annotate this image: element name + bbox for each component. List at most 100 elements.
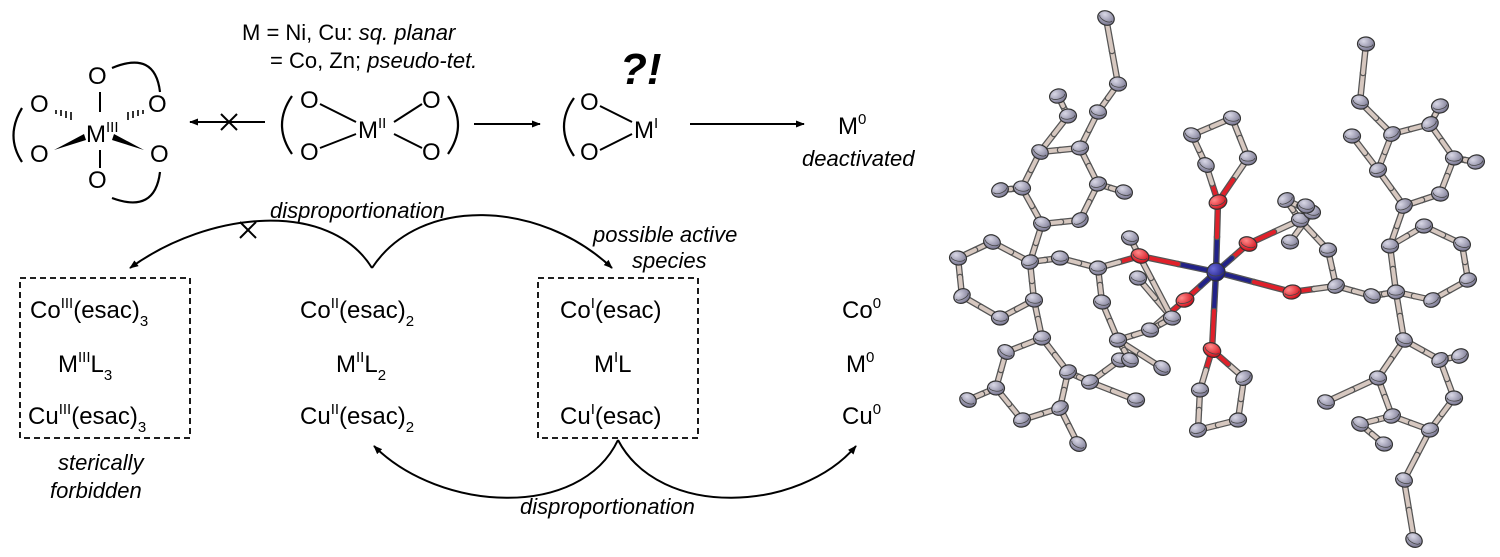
ligand-arc-bottom-right (111, 171, 162, 204)
atom-octant-line (961, 396, 975, 405)
question-mark-label: ?! (620, 45, 662, 94)
ligand-arc-left (12, 107, 23, 163)
carbon-atom (1238, 150, 1258, 166)
o-atom: O (580, 89, 599, 116)
carbon-atom (1420, 422, 1440, 438)
carbon-atom (1342, 128, 1362, 144)
o-atom: O (300, 139, 319, 166)
atom-octant-line (1282, 241, 1298, 246)
atom-octant-line (1329, 283, 1343, 291)
carbon-atom (1031, 144, 1049, 160)
atom-octant-line (955, 292, 969, 301)
carbon-atom (1049, 88, 1067, 104)
atom-octant-line (1123, 357, 1137, 365)
disproportionation-bottom-label: disproportionation (520, 494, 695, 519)
atom-octant-line (1446, 397, 1462, 402)
atom-octant-line (1423, 120, 1437, 129)
mono-metal-label: MI (634, 115, 658, 144)
o-atom: O (150, 141, 169, 168)
m3-dashed-box (19, 277, 191, 439)
atom-octant-line (1397, 203, 1411, 211)
carbon-atom (1140, 322, 1160, 338)
carbon-atom (1126, 392, 1146, 408)
atom-octant-line (1110, 339, 1126, 344)
atom-octant-line (1237, 374, 1251, 383)
carbon-atom (1128, 270, 1148, 286)
atom-octant-line (993, 187, 1007, 195)
atom-octant-line (1142, 328, 1158, 334)
carbon-atom (1024, 292, 1044, 308)
disproportionation-top-label: disproportionation (270, 198, 445, 223)
atom-octant-line (1132, 253, 1148, 261)
carbon-atom (1108, 76, 1128, 92)
atom-octant-line (1117, 190, 1131, 196)
carbon-atom (1421, 116, 1439, 132)
atom-octant-line (1052, 257, 1068, 262)
m1-dashed-box (537, 277, 699, 439)
carbon-atom (1108, 332, 1128, 348)
atom-octant-line (1298, 204, 1314, 210)
species-label: species (632, 248, 707, 273)
header-line-2: = Co, Zn; pseudo-tet. (270, 48, 477, 73)
atom-octant-line (1090, 110, 1106, 116)
o-atom: O (422, 139, 441, 166)
species-cu1: CuI(esac) (560, 401, 662, 430)
carbon-atom (1451, 348, 1469, 364)
carbon-atom (1368, 370, 1388, 386)
carbon-atom (997, 344, 1015, 360)
carbon-atom (1444, 150, 1464, 166)
atom-octant-line (1130, 276, 1146, 282)
species-cu0: Cu0 (842, 401, 881, 430)
species-cu3: CuIII(esac)3 (28, 401, 146, 436)
atom-octant-line (1240, 157, 1256, 162)
atom-octant-line (1365, 293, 1379, 301)
header-line-1: M = Ni, Cu: sq. planar (242, 20, 457, 45)
atom-octant-line (1090, 267, 1106, 272)
m1-column: CoI(esac) MIL CuI(esac) (560, 295, 662, 430)
o-atom: O (148, 91, 167, 118)
sterically-label: sterically (58, 450, 146, 475)
atom-octant-line (1397, 337, 1411, 345)
atom-octant-line (1284, 290, 1300, 296)
carbon-atom (1431, 351, 1449, 369)
o-atom: O (422, 87, 441, 114)
carbon-atom (1162, 310, 1182, 326)
carbon-atom (1235, 370, 1253, 386)
o-atom: O (30, 141, 49, 168)
atom-octant-line (950, 256, 966, 262)
atom-octant-line (1382, 245, 1398, 250)
center-metal-label: MII (358, 115, 386, 144)
carbon-atom (1071, 211, 1089, 229)
carbon-atom (1290, 212, 1310, 228)
carbon-atom (1228, 412, 1248, 428)
blocked-disproportionation-cross (239, 221, 257, 239)
carbon-atom (991, 182, 1009, 198)
carbon-atom (1395, 472, 1413, 488)
species-co0: Co0 (842, 295, 881, 324)
deactivated-label: deactivated (802, 146, 915, 171)
atom-octant-line (1433, 356, 1447, 365)
atom-octant-line (1455, 242, 1469, 248)
carbon-atom (1069, 436, 1087, 452)
carbon-atom (1153, 360, 1171, 376)
atom-octant-line (1240, 241, 1256, 249)
atom-octant-line (1060, 115, 1076, 120)
disproportionation-arc-to-m0 (617, 439, 857, 499)
bis-chelate-complex: O O O O MII (281, 87, 459, 166)
oxygen-atom (1282, 284, 1302, 300)
species-co2: CoII(esac)2 (300, 295, 414, 330)
atom-octant-line (1353, 421, 1367, 429)
atom-octant-line (1224, 116, 1240, 122)
atom-octant-line (1051, 94, 1065, 100)
atom-octant-line (1425, 296, 1439, 305)
o-atom: O (88, 167, 107, 194)
atom-octant-line (1128, 399, 1144, 404)
carbon-atom (959, 392, 977, 408)
atom-octant-line (1453, 353, 1467, 361)
carbon-atom (1277, 192, 1295, 208)
atom-octant-line (1210, 199, 1226, 207)
atom-octant-line (1199, 161, 1213, 170)
carbon-atom (1012, 180, 1032, 196)
atom-octant-line (1370, 376, 1386, 382)
